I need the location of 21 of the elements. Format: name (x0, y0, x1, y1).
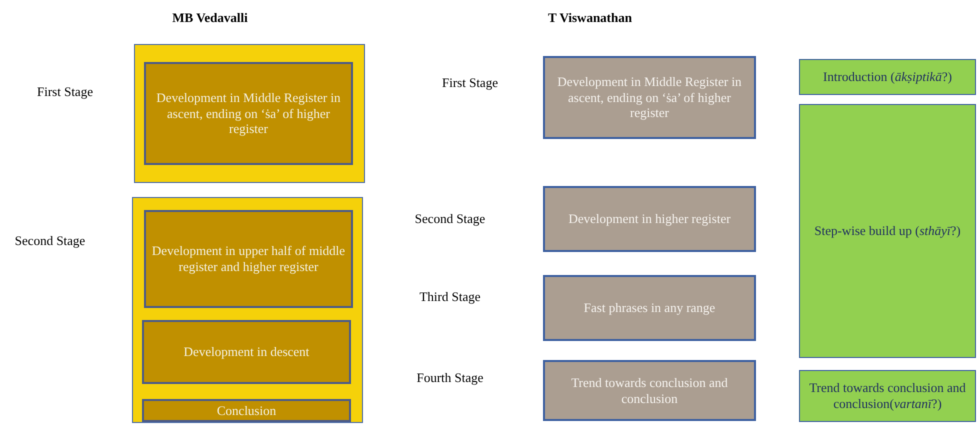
column-title: T Viswanathan (547, 9, 633, 27)
stage-box: Development in higher register (543, 186, 756, 252)
stage-label: Second Stage (414, 210, 486, 228)
stage-label: First Stage (36, 83, 94, 101)
stage-box: Development in descent (142, 320, 351, 384)
stage-box: Fast phrases in any range (543, 275, 756, 341)
section-box: Step-wise build up (sthāyī?) (799, 104, 976, 358)
stage-label: Fourth Stage (416, 369, 484, 387)
section-box: Trend towards conclusion and conclusion(vartanī?) (799, 370, 976, 422)
stage-box: Conclusion (142, 399, 351, 422)
stage-box: Development in Middle Register in ascent, ending on ‘ṡa’ of higher register (543, 56, 756, 139)
stage-label: Second Stage (14, 232, 86, 250)
stage-panel (132, 197, 363, 423)
stage-box: Development in upper half of middle register and higher register (144, 210, 353, 308)
stage-label: Third Stage (418, 288, 482, 306)
stage-label: First Stage (441, 74, 499, 92)
stage-box: Trend towards conclusion and conclusion (543, 360, 756, 421)
stage-panel (134, 44, 365, 183)
column-title: MB Vedavalli (171, 9, 249, 27)
section-box: Introduction (ākṣiptikā?) (799, 59, 976, 95)
stage-box: Development in Middle Register in ascent, ending on ‘ṡa’ of higher register (144, 62, 353, 165)
